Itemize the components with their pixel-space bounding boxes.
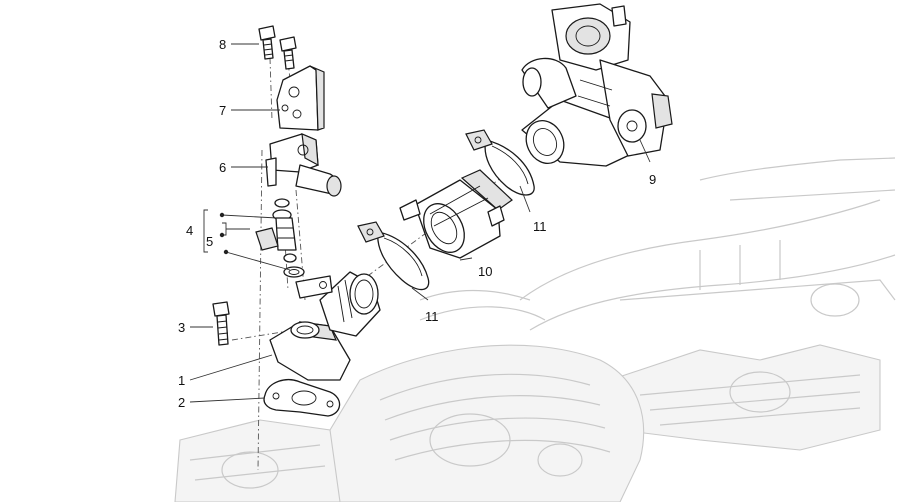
callout-11-lower: 11 [425, 309, 439, 324]
intake-manifold-part-1 [269, 271, 381, 381]
leader-dots [219, 212, 229, 255]
callout-10: 10 [478, 264, 492, 279]
screw-part-8 [258, 25, 297, 70]
callout-5: 5 [206, 234, 213, 249]
leader-lines [189, 43, 651, 403]
callout-3: 3 [178, 320, 185, 335]
callout-labels: 8 7 6 4 5 3 1 2 9 10 11 11 [178, 37, 656, 410]
bolt-part-3 [212, 301, 230, 346]
callout-8: 8 [219, 37, 226, 52]
engine-background-ghost [174, 157, 896, 502]
throttle-body-part-9 [521, 3, 673, 167]
injector-part-5 [255, 198, 305, 278]
hose-clamp-part-11-lower [357, 221, 430, 291]
callout-6: 6 [219, 160, 226, 175]
intake-sleeve-part-10 [399, 169, 513, 259]
hose-clamp-part-11-upper [465, 129, 535, 196]
gasket-part-2 [263, 379, 341, 417]
callout-4: 4 [186, 223, 193, 238]
callout-1: 1 [178, 373, 185, 388]
callout-7: 7 [219, 103, 226, 118]
callout-2: 2 [178, 395, 185, 410]
callout-11-upper: 11 [533, 219, 547, 234]
injector-holder-part-6 [265, 133, 342, 197]
bracket-part-7 [276, 65, 325, 131]
callout-9: 9 [649, 172, 656, 187]
